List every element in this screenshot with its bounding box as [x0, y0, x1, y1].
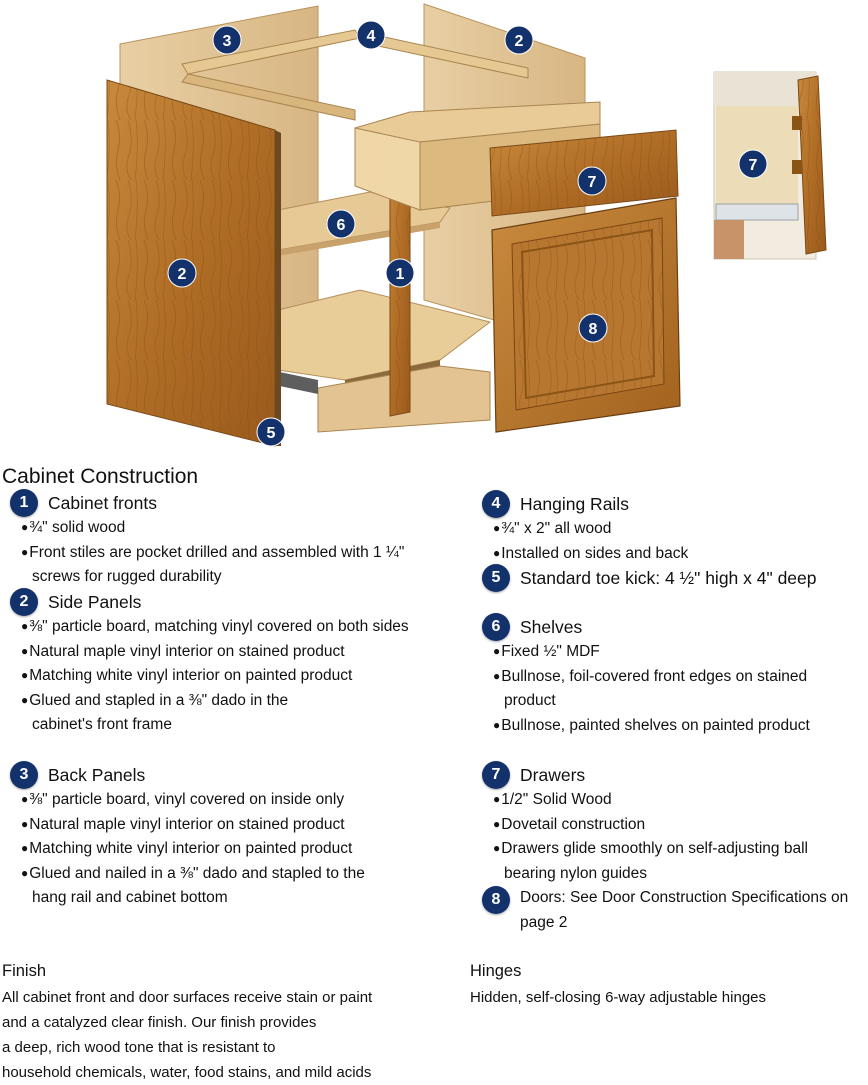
drawer	[354, 101, 679, 217]
hinges-text: Hidden, self-closing 6-way adjustable hi…	[470, 989, 767, 1006]
section-toe-kick: 5 Standard toe kick: 4 ½" high x 4" deep	[482, 564, 862, 592]
section-title: Doors: See Door Construction Specificati…	[520, 889, 849, 931]
section-title: Standard toe kick: 4 ½" high x 4" deep	[520, 567, 817, 588]
svg-text:5: 5	[267, 425, 276, 442]
badge-2-right-side: 2	[504, 25, 534, 55]
svg-text:7: 7	[588, 174, 597, 191]
list-item: ●1/2" Solid Wood	[493, 791, 612, 808]
finish-text: All cabinet front and door surfaces rece…	[2, 989, 373, 1081]
section-title: Drawers	[520, 764, 586, 785]
svg-text:8: 8	[589, 321, 598, 338]
section-number-badge: 1	[10, 489, 38, 517]
door	[491, 197, 681, 433]
section-title: Back Panels	[48, 764, 146, 785]
list-item: ●Glued and nailed in a ⅜" dado and stapl…	[21, 864, 365, 907]
badge-8-door: 8	[578, 313, 608, 343]
list-item: ●¾" x 2" all wood	[493, 520, 612, 537]
badge-7-drawer: 7	[577, 166, 607, 196]
svg-text:1: 1	[396, 266, 405, 283]
svg-text:2: 2	[515, 33, 524, 50]
badge-7-inset: 7	[738, 149, 768, 179]
badge-3-back: 3	[212, 25, 242, 55]
svg-text:6: 6	[337, 217, 346, 234]
list-item: ●Fixed ½" MDF	[493, 643, 600, 660]
section-hanging-rails: 4 Hanging Rails ●¾" x 2" all wood ●Instal…	[482, 490, 862, 566]
list-item: ●Installed on sides and back	[493, 544, 689, 562]
list-item: ●Glued and stapled in a ⅜" dado in the c…	[21, 691, 289, 734]
badge-1-front: 1	[385, 258, 415, 288]
section-number-badge: 7	[482, 761, 510, 789]
list-item: ●⅜" particle board, vinyl covered on ins…	[21, 791, 345, 808]
list-item: ●Matching white vinyl interior on painte…	[21, 840, 353, 857]
svg-text:4: 4	[367, 28, 376, 45]
section-doors: 8 Doors: See Door Construction Specifica…	[482, 886, 867, 935]
dovetail-inset-photo	[713, 71, 827, 260]
badge-6-shelf: 6	[326, 209, 356, 239]
section-number-badge: 2	[10, 588, 38, 616]
section-back-panels: 3 Back Panels ●⅜" particle board, vinyl c…	[10, 761, 450, 911]
list-item: ●¾" solid wood	[21, 519, 126, 536]
svg-text:7: 7	[749, 157, 758, 174]
section-title: Shelves	[520, 616, 583, 637]
list-item: ●Natural maple vinyl interior on stained…	[21, 642, 345, 660]
section-number-badge: 4	[482, 490, 510, 518]
badge-2-left-side: 2	[167, 258, 197, 288]
cabinet-exploded-illustration: 3 4 2 6 2 1 7 8 5 7	[106, 3, 827, 447]
list-item: ●Matching white vinyl interior on painte…	[21, 667, 353, 684]
finish-heading: Finish	[2, 962, 47, 980]
section-title: Side Panels	[48, 591, 142, 612]
page-title: Cabinet Construction	[2, 465, 199, 488]
section-title: Cabinet fronts	[48, 492, 157, 513]
section-number-badge: 8	[482, 886, 510, 914]
list-item: ●Natural maple vinyl interior on stained…	[21, 815, 345, 833]
section-title: Hanging Rails	[520, 493, 629, 514]
list-item: ●Drawers glide smoothly on self-adjustin…	[493, 840, 808, 882]
section-number-badge: 6	[482, 613, 510, 641]
list-item: ●Front stiles are pocket drilled and ass…	[21, 543, 405, 586]
svg-text:2: 2	[178, 266, 187, 283]
hinges-heading: Hinges	[470, 962, 522, 980]
section-cabinet-fronts: 1 Cabinet fronts ●¾" solid wood ●Front st…	[10, 489, 450, 590]
svg-text:3: 3	[223, 33, 232, 50]
section-shelves: 6 Shelves ●Fixed ½" MDF ●Bullnose, foil-c…	[482, 613, 862, 738]
section-side-panels: 2 Side Panels ●⅜" particle board, matchin…	[10, 588, 450, 738]
section-drawers: 7 Drawers ●1/2" Solid Wood ●Dovetail cons…	[482, 761, 862, 886]
list-item: ●Bullnose, foil-covered front edges on s…	[493, 667, 808, 710]
list-item: ●Dovetail construction	[493, 815, 646, 833]
list-item: ●Bullnose, painted shelves on painted pr…	[493, 716, 810, 734]
list-item: ●⅜" particle board, matching vinyl cover…	[21, 618, 409, 635]
badge-4-rail: 4	[356, 20, 386, 50]
section-number-badge: 3	[10, 761, 38, 789]
side-panel-left	[106, 79, 281, 447]
section-number-badge: 5	[482, 564, 510, 592]
badge-5-toe-kick: 5	[256, 417, 286, 447]
